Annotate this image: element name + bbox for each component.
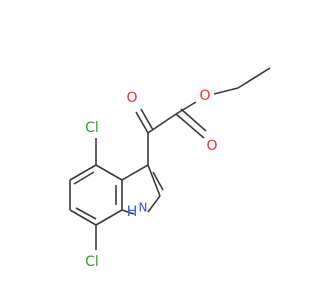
bond-c7-c7a <box>95 209 123 226</box>
bond-c2-n <box>147 195 161 213</box>
bond-ethyl-ch2-o <box>213 87 239 95</box>
bond-ester-c-o-double-b <box>180 108 207 132</box>
molecule-structure: O O O Cl Cl H N <box>69 67 271 270</box>
atom-o-ketone: O <box>126 90 137 106</box>
bond-c3a-c4 <box>95 164 123 181</box>
atom-cl-7: Cl <box>85 254 99 270</box>
bond-ester-c-o-double-a <box>175 113 205 139</box>
bond-c4-c5-inner <box>73 171 95 185</box>
atom-n-h: H <box>127 204 138 220</box>
bond-ethyl-ch3-ch2 <box>237 67 271 89</box>
bond-c4-c5 <box>69 164 97 181</box>
structure-canvas: O O O Cl Cl H N <box>69 67 271 270</box>
atom-o-ester-carbonyl: O <box>206 138 217 154</box>
bond-o-ester-c <box>175 101 197 115</box>
bond-c3-c3a <box>121 164 149 181</box>
bond-n-c7a <box>121 209 135 215</box>
atom-cl-4: Cl <box>85 120 99 136</box>
bond-c6-c7 <box>69 209 97 226</box>
bond-c6-c7-inner <box>75 207 97 220</box>
bond-c3-c2-b <box>152 171 164 191</box>
bond-ketone-c-o-double-a <box>135 111 149 134</box>
atom-o-ester-ether: O <box>199 88 210 104</box>
atom-n: N <box>139 201 148 215</box>
bond-c3-c2-a <box>147 164 161 197</box>
bond-ketone-c-o-double-b <box>140 108 154 131</box>
